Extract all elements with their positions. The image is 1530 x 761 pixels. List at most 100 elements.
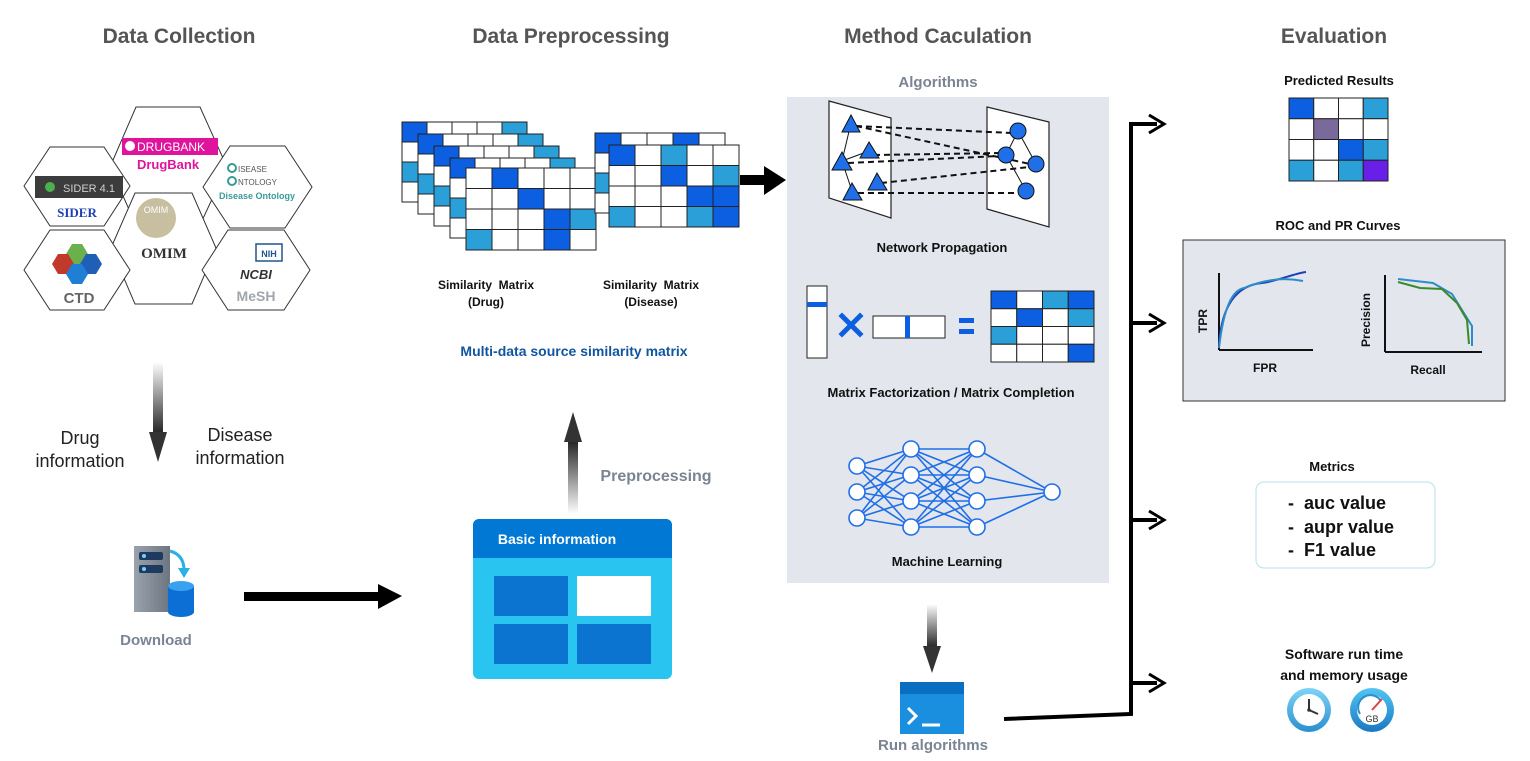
evaluation-connector <box>1003 122 1157 721</box>
clock-icon <box>1287 688 1331 732</box>
ncbi-label: NCBI <box>240 267 272 282</box>
nn-edge <box>976 474 1053 493</box>
nn-edge <box>910 448 978 528</box>
nn-node <box>848 509 866 527</box>
preprocessing-up-arrow <box>564 412 582 514</box>
similarity-matrix-drug-line-1: Similarity Matrix <box>438 278 534 292</box>
nn-edge <box>910 448 978 476</box>
drug-information-line-2: information <box>35 451 124 471</box>
metrics-box <box>1255 481 1436 569</box>
similarity-matrix-disease-line-1: Similarity Matrix <box>603 278 699 292</box>
equals-icon <box>959 318 974 334</box>
recall-axis-label: Recall <box>1410 363 1445 377</box>
matrix-factorization-label: Matrix Factorization / Matrix Completion <box>827 385 1074 400</box>
machine-learning-network-diagram <box>848 440 1061 536</box>
ctd-label: CTD <box>64 290 95 307</box>
metric-auc: - auc value <box>1288 493 1386 513</box>
nn-edge <box>856 448 912 519</box>
evaluation-arrowheads <box>1148 113 1167 694</box>
nn-node <box>1043 483 1061 501</box>
drug-matrix-front <box>465 167 597 251</box>
nn-node <box>902 440 920 458</box>
multiply-icon <box>838 312 864 338</box>
source-disease-ontology: ISEASE NTOLOGY Disease Ontology <box>202 145 313 229</box>
mesh-label: MeSH <box>237 288 276 304</box>
metric-f1: - F1 value <box>1288 540 1376 560</box>
nn-edge <box>856 448 912 493</box>
method-down-arrow <box>923 604 941 673</box>
server-download-icon <box>134 546 194 617</box>
basic-information-card: Basic information <box>473 519 672 679</box>
drug-similarity-matrix-stack <box>401 121 597 251</box>
nn-node <box>968 518 986 536</box>
pr-curve-mini-chart: Precision Recall <box>1359 275 1482 377</box>
nn-edge <box>976 448 1053 493</box>
predicted-results-label: Predicted Results <box>1284 73 1394 88</box>
heading-evaluation: Evaluation <box>1281 25 1387 48</box>
download-to-basic-info-arrow <box>244 584 402 609</box>
nn-node <box>968 466 986 484</box>
download-label: Download <box>120 632 192 649</box>
roc-pr-label: ROC and PR Curves <box>1276 218 1401 233</box>
source-omim: OMIM OMIM <box>110 192 217 305</box>
nn-node <box>968 492 986 510</box>
multi-data-source-label: Multi-data source similarity matrix <box>460 343 687 359</box>
similarity-matrix-drug-line-2: (Drug) <box>468 295 504 309</box>
drugbank-logo-text: DRUGBANK <box>137 140 205 154</box>
source-ncbi-mesh: NIH NCBI MeSH <box>201 229 311 311</box>
network-propagation-label: Network Propagation <box>877 240 1008 255</box>
similarity-matrix-disease-line-2: (Disease) <box>624 295 677 309</box>
nn-node <box>848 457 866 475</box>
nn-edge <box>910 500 978 528</box>
collection-down-arrow <box>149 362 167 462</box>
sider-label: SIDER <box>57 205 97 220</box>
tpr-axis-label: TPR <box>1196 309 1210 333</box>
nn-node <box>902 518 920 536</box>
nn-node <box>902 466 920 484</box>
disease-ontology-logo-text-1: ISEASE <box>238 165 267 174</box>
nn-node <box>902 492 920 510</box>
omim-label: OMIM <box>141 246 187 262</box>
nn-edge <box>856 448 912 467</box>
preprocessing-label: Preprocessing <box>600 468 711 485</box>
drugbank-label: DrugBank <box>137 157 200 172</box>
drug-information-line-1: Drug <box>60 428 99 448</box>
data-source-hexagons: DRUGBANK DrugBank SIDER 4.1 SIDER ISEASE… <box>23 106 313 311</box>
machine-learning-label: Machine Learning <box>892 554 1003 569</box>
nn-edge <box>856 500 912 519</box>
precision-axis-label: Precision <box>1359 293 1373 347</box>
software-runtime-line-1: Software run time <box>1285 646 1403 662</box>
predicted-results-matrix <box>1288 97 1389 182</box>
disease-information-line-1: Disease <box>207 425 272 445</box>
algorithms-label: Algorithms <box>898 74 977 91</box>
roc-curve-mini-chart: TPR FPR <box>1196 271 1313 375</box>
omim-logo-text: OMIM <box>144 205 169 215</box>
disease-information-line-2: information <box>195 448 284 468</box>
roc-pr-panel <box>1182 239 1506 402</box>
preprocessing-to-method-arrow <box>740 166 786 195</box>
nn-edge <box>976 491 1053 502</box>
run-algorithms-label: Run algorithms <box>878 737 988 754</box>
result-matrix-grid <box>990 290 1095 363</box>
matrix-factorization-diagram <box>806 285 1095 363</box>
metrics-label: Metrics <box>1309 459 1355 474</box>
heading-data-preprocessing: Data Preprocessing <box>472 25 669 48</box>
source-sider: SIDER 4.1 SIDER <box>23 146 131 227</box>
fpr-axis-label: FPR <box>1253 361 1277 375</box>
metric-aupr: - aupr value <box>1288 517 1394 537</box>
source-ctd: CTD <box>23 229 131 311</box>
nn-edge <box>856 474 912 519</box>
heading-data-collection: Data Collection <box>103 25 256 48</box>
disease-matrix-front <box>608 144 740 228</box>
gb-label: GB <box>1365 714 1378 724</box>
nn-edge <box>910 474 978 528</box>
network-propagation-diagram <box>828 100 1050 228</box>
sider-logo-text: SIDER 4.1 <box>63 183 115 195</box>
nn-edge <box>976 491 1053 528</box>
basic-information-title: Basic information <box>498 531 616 547</box>
factorization-result-matrix <box>990 290 1095 363</box>
nn-node <box>848 483 866 501</box>
disease-ontology-label: Disease Ontology <box>219 191 295 201</box>
disease-similarity-matrix <box>594 132 740 228</box>
